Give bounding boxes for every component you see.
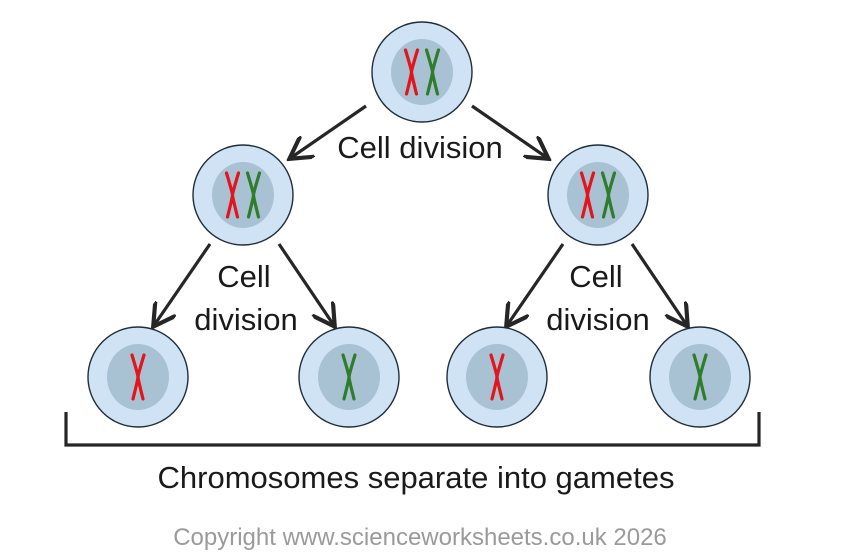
- nucleus: [567, 162, 629, 228]
- cell-gamete-2: [298, 326, 400, 428]
- chromosome-red-icon: [579, 171, 596, 219]
- chromosome-red-icon: [130, 353, 146, 401]
- chromosome-red-icon: [224, 171, 241, 219]
- arrow-parent-to-right: [471, 104, 546, 157]
- arrow-left-to-gamete-1: [155, 243, 212, 324]
- label-left-division-line1: Cell: [217, 259, 270, 294]
- chromosome-green-icon: [600, 171, 617, 219]
- cell-gamete-3: [446, 326, 548, 428]
- label-left-division-line2: division: [194, 302, 297, 337]
- chromosome-green-icon: [341, 353, 357, 401]
- label-right-division-line1: Cell: [569, 259, 622, 294]
- chromosome-red-icon: [403, 48, 420, 96]
- gametes-bracket: [64, 412, 761, 447]
- nucleus: [391, 39, 453, 105]
- arrow-right-to-gamete-3: [508, 243, 565, 324]
- chromosome-red-icon: [489, 353, 505, 401]
- arrows: [155, 104, 686, 324]
- arrow-left-to-gamete-2: [277, 243, 333, 324]
- arrow-right-to-gamete-4: [630, 243, 686, 324]
- nucleus: [212, 162, 274, 228]
- cell-gamete-4: [649, 326, 751, 428]
- cell-daughter-left: [192, 144, 294, 246]
- copyright-notice: Copyright www.scienceworksheets.co.uk 20…: [173, 524, 667, 551]
- cell-parent: [371, 21, 473, 123]
- chromosome-green-icon: [692, 353, 708, 401]
- cell-daughter-right: [547, 144, 649, 246]
- chromosome-green-icon: [245, 171, 262, 219]
- caption-gametes: Chromosomes separate into gametes: [158, 460, 675, 495]
- label-right-division-line2: division: [546, 302, 649, 337]
- cells: [87, 21, 751, 428]
- label-top-division: Cell division: [337, 130, 502, 165]
- chromosome-green-icon: [424, 48, 441, 96]
- cell-gamete-1: [87, 326, 189, 428]
- arrow-parent-to-left: [292, 104, 367, 157]
